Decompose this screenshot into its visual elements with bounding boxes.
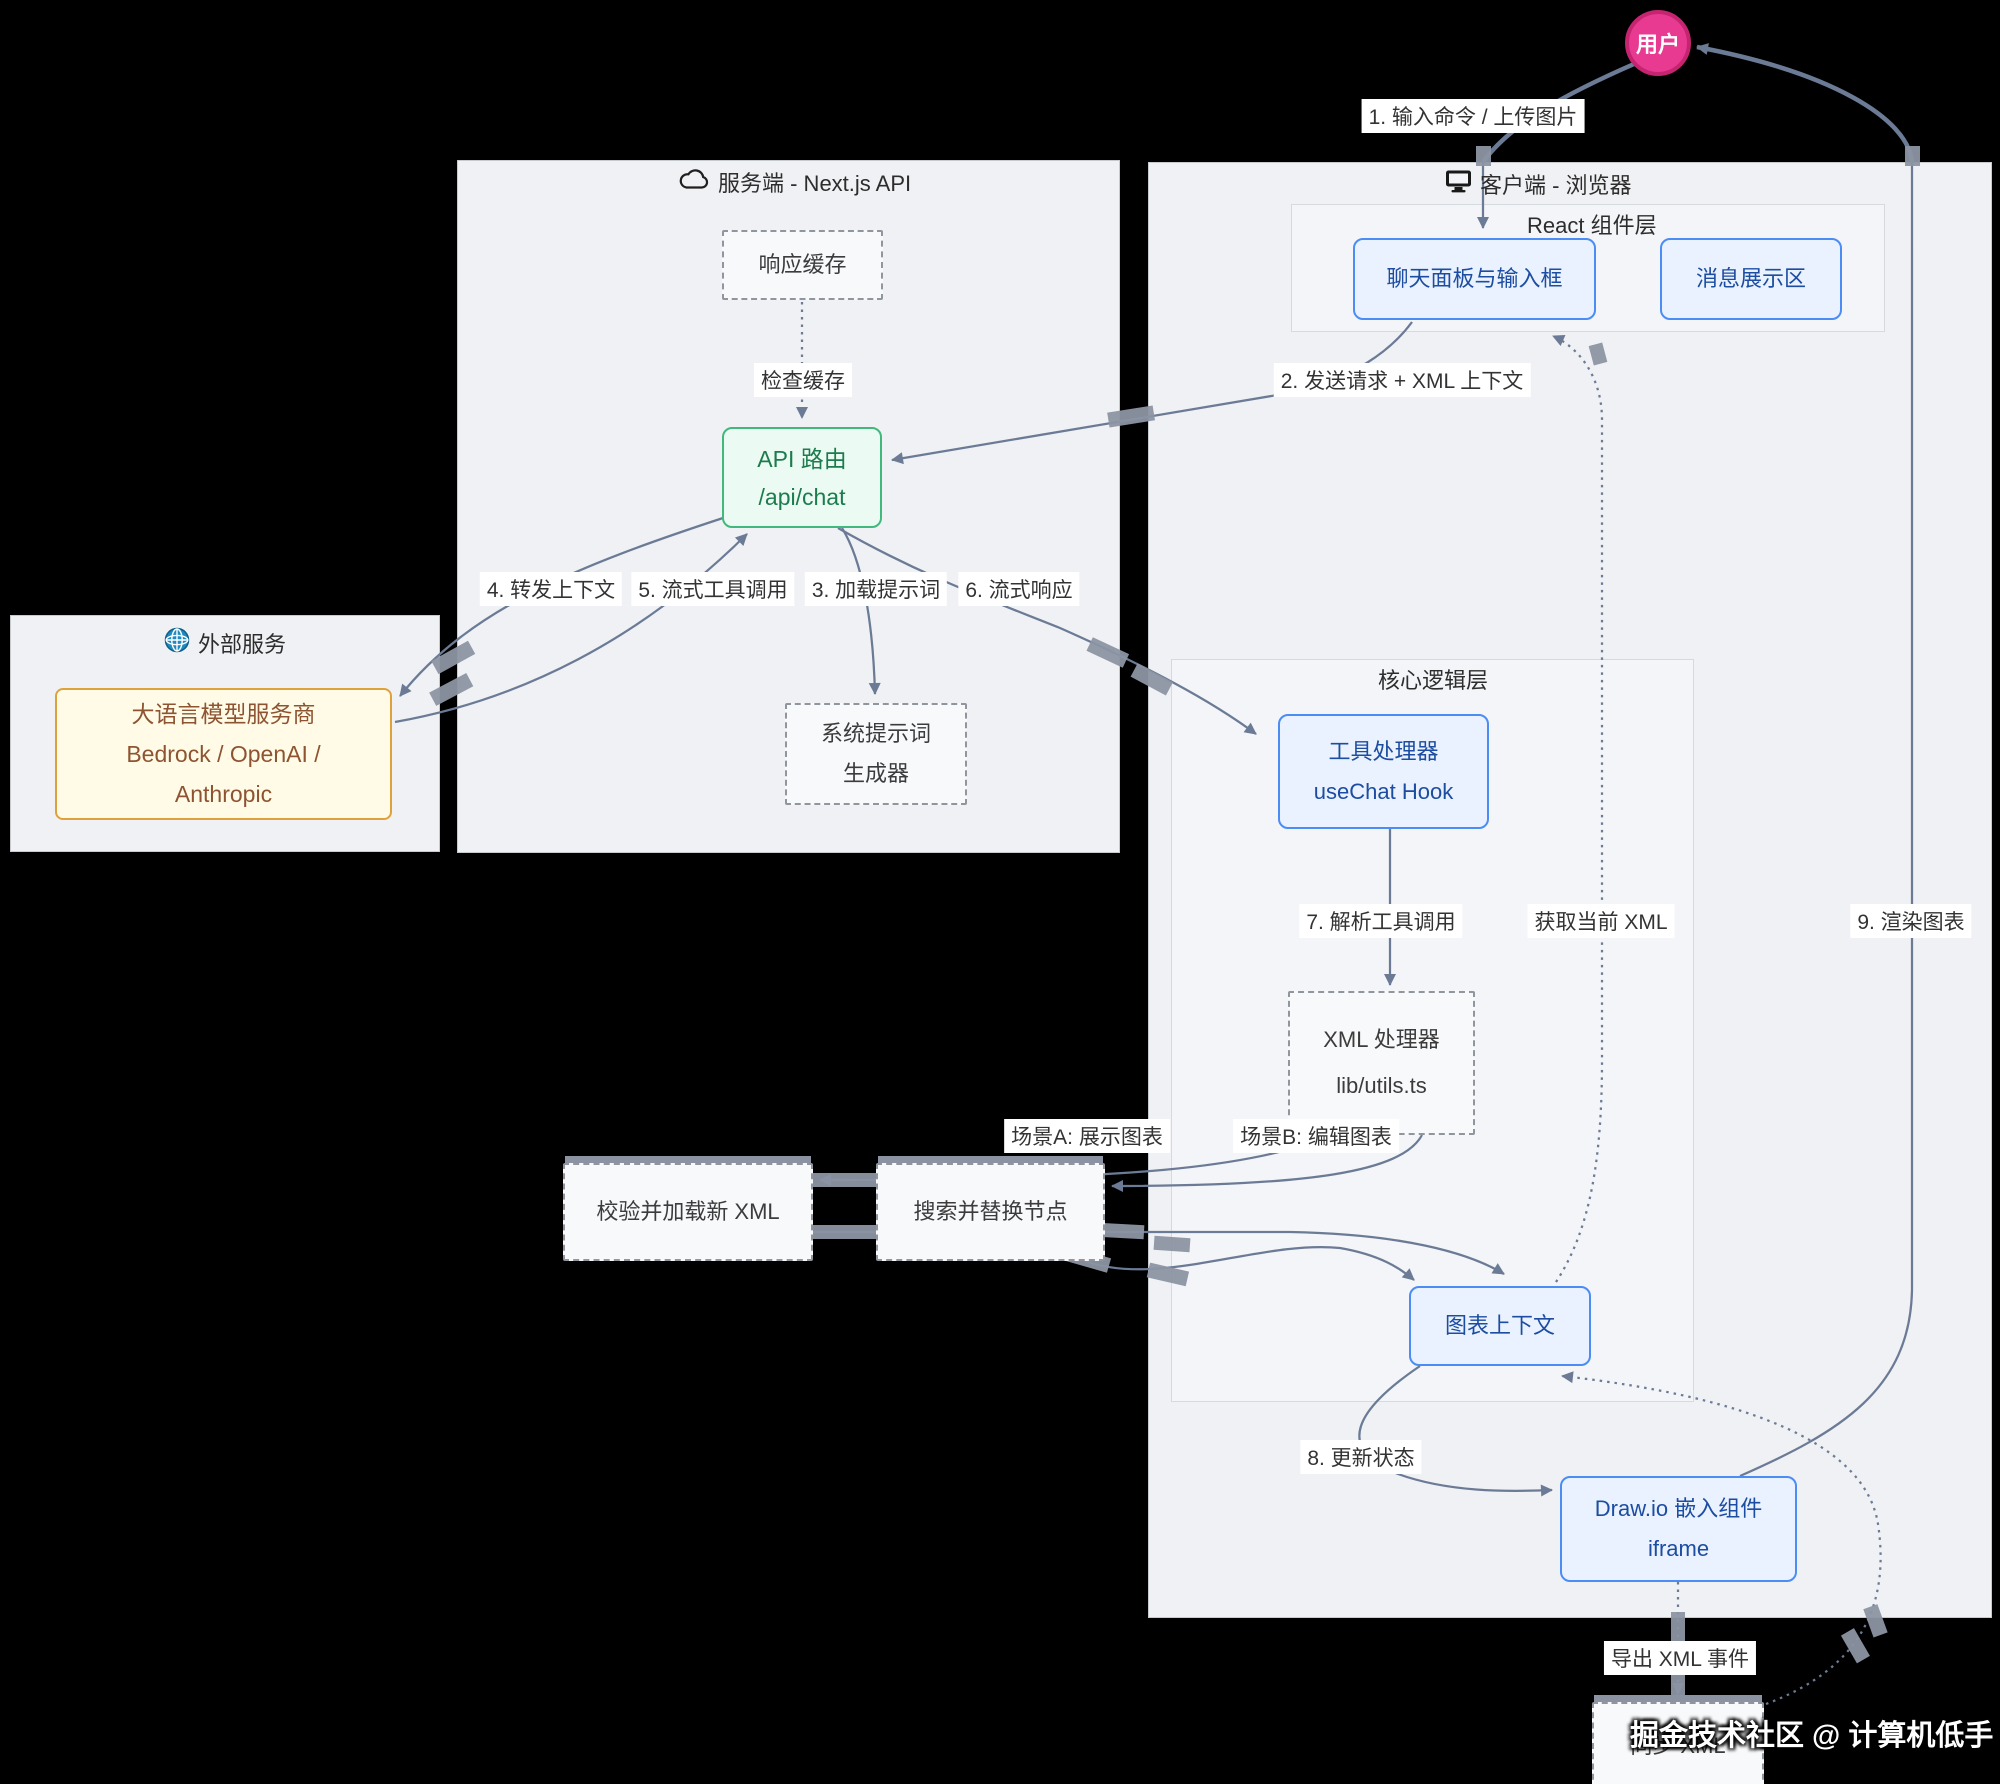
- edge-label-8: 8. 更新状态: [1300, 1440, 1422, 1474]
- external-container-title: 外部服务: [164, 627, 286, 659]
- react-layer-title-text: React 组件层: [1527, 213, 1657, 238]
- edge-label-get-xml: 获取当前 XML: [1527, 904, 1675, 938]
- search-replace-label: 搜索并替换节点: [913, 1199, 1068, 1224]
- llm-provider-label-1: 大语言模型服务商: [131, 701, 316, 727]
- cloud-icon: [678, 168, 710, 196]
- globe-icon: [164, 627, 190, 659]
- drawio-embed-label-1: Draw.io 嵌入组件: [1594, 1496, 1763, 1521]
- drawio-embed-label-2: iframe: [1647, 1536, 1710, 1561]
- message-area-node: 消息展示区: [1660, 238, 1842, 320]
- edge-get-xml: [1552, 334, 1604, 1283]
- edge-label-5: 5. 流式工具调用: [631, 572, 795, 606]
- edge-label-1: 1. 输入命令 / 上传图片: [1361, 99, 1585, 133]
- prompt-generator-label-2: 生成器: [842, 761, 909, 786]
- edge-label-check-cache: 检查缓存: [754, 363, 852, 397]
- edge-6: [837, 527, 1257, 735]
- react-layer-title: React 组件层: [1527, 208, 1657, 240]
- llm-provider-label-2: Bedrock / OpenAI /: [126, 741, 321, 767]
- edge-label-9: 9. 渲染图表: [1850, 904, 1972, 938]
- diagram-context-node: 图表上下文: [1409, 1286, 1591, 1366]
- server-container-title: 服务端 - Next.js API: [678, 166, 911, 198]
- client-title-text: 客户端 - 浏览器: [1480, 173, 1632, 198]
- edge-label-scene-a: 场景A: 展示图表: [1004, 1119, 1170, 1153]
- edge-label-export-xml: 导出 XML 事件: [1603, 1641, 1757, 1675]
- api-route-label-2: /api/chat: [758, 483, 846, 510]
- edge-sync-context: [1561, 1371, 1882, 1706]
- monitor-icon: [1445, 169, 1472, 199]
- validate-load-node: 校验并加载新 XML: [563, 1163, 813, 1261]
- edge-label-3: 3. 加载提示词: [804, 572, 948, 606]
- diagram-context-label: 图表上下文: [1444, 1313, 1555, 1338]
- api-route-label-1: API 路由: [757, 445, 847, 472]
- sync-xml-node: 同步 XML: [1592, 1702, 1764, 1784]
- edge-4: [399, 516, 724, 697]
- user-actor: 用户: [1625, 10, 1691, 76]
- edge-validate-context: [813, 1230, 1505, 1275]
- tool-handler-label-1: 工具处理器: [1328, 738, 1439, 764]
- server-title-text: 服务端 - Next.js API: [718, 171, 912, 196]
- edge-label-6: 6. 流式响应: [958, 572, 1080, 606]
- user-actor-label: 用户: [1635, 32, 1680, 57]
- response-cache-label: 响应缓存: [758, 252, 847, 277]
- edge-label-4: 4. 转发上下文: [479, 572, 623, 606]
- validate-load-label: 校验并加载新 XML: [596, 1199, 780, 1224]
- watermark: 掘金技术社区 @ 计算机低手: [1630, 1720, 1994, 1752]
- message-area-label: 消息展示区: [1695, 266, 1806, 291]
- edge-9-in: [1739, 162, 1914, 1478]
- prompt-generator-label-1: 系统提示词: [820, 721, 931, 746]
- external-title-text: 外部服务: [198, 632, 287, 657]
- edge-9-arc: [1696, 43, 1915, 163]
- edge-search-context: [1084, 1246, 1415, 1281]
- core-logic-title: 核心逻辑层: [1378, 663, 1488, 695]
- sync-xml-label: 同步 XML: [1630, 1733, 1726, 1758]
- edge-scene-b: [1111, 1134, 1423, 1192]
- edge-crossing-marks: [429, 146, 1920, 1700]
- llm-provider-node: 大语言模型服务商 Bedrock / OpenAI / Anthropic: [55, 688, 392, 820]
- search-replace-node: 搜索并替换节点: [876, 1163, 1105, 1261]
- drawio-embed-node: Draw.io 嵌入组件 iframe: [1560, 1476, 1797, 1582]
- chat-panel-label: 聊天面板与输入框: [1386, 266, 1563, 291]
- xml-processor-node: XML 处理器 lib/utils.ts: [1288, 991, 1475, 1135]
- tool-handler-label-2: useChat Hook: [1313, 778, 1454, 804]
- edge-label-scene-b: 场景B: 编辑图表: [1233, 1119, 1399, 1153]
- edge-label-7: 7. 解析工具调用: [1299, 904, 1463, 938]
- xml-processor-label-2: lib/utils.ts: [1336, 1073, 1427, 1098]
- prompt-generator-node: 系统提示词 生成器: [785, 703, 967, 805]
- client-container-title: 客户端 - 浏览器: [1445, 168, 1632, 200]
- chat-panel-node: 聊天面板与输入框: [1353, 238, 1596, 320]
- llm-provider-label-3: Anthropic: [174, 781, 273, 807]
- core-logic-title-text: 核心逻辑层: [1378, 668, 1489, 693]
- tool-handler-node: 工具处理器 useChat Hook: [1278, 714, 1489, 829]
- api-route-node: API 路由 /api/chat: [722, 427, 882, 528]
- response-cache-node: 响应缓存: [722, 230, 883, 300]
- edge-label-2: 2. 发送请求 + XML 上下文: [1273, 363, 1531, 397]
- xml-processor-label-1: XML 处理器: [1323, 1027, 1440, 1052]
- edge-3: [841, 527, 881, 695]
